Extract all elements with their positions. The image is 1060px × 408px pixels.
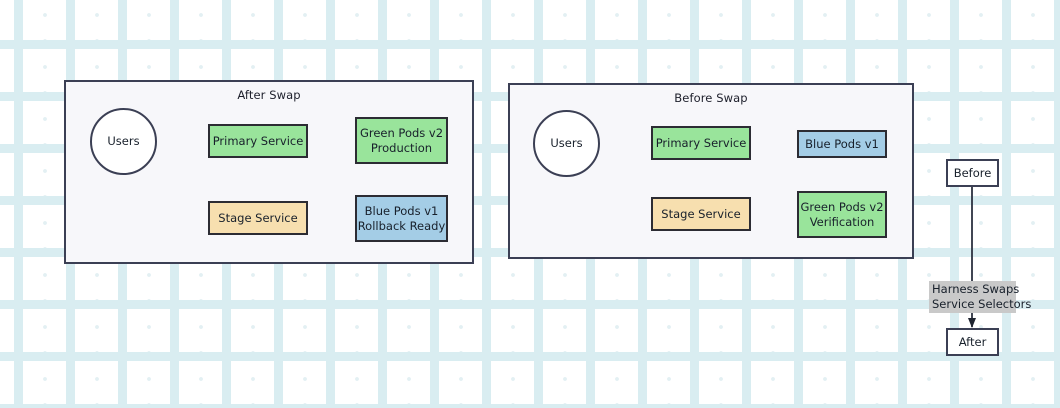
node-label-line1: Green Pods v2 <box>800 199 884 214</box>
edge-label-line1: Harness Swaps <box>932 282 1020 296</box>
node-label-line2: Production <box>370 140 433 155</box>
node-green-pods-v2-verification[interactable]: Green Pods v2 Verification <box>797 191 887 238</box>
node-label: Before <box>953 166 992 180</box>
edge-label-line2: Service Selectors <box>932 297 1032 311</box>
node-label: Users <box>550 136 583 150</box>
node-stage-service-after[interactable]: Stage Service <box>208 201 308 235</box>
cluster-title-before-swap: Before Swap <box>674 91 748 105</box>
node-primary-service-before[interactable]: Primary Service <box>651 126 751 160</box>
node-label: Users <box>107 134 140 148</box>
node-green-pods-v2-production[interactable]: Green Pods v2 Production <box>355 117 448 164</box>
cluster-title-after-swap: After Swap <box>237 88 301 102</box>
node-stage-service-before[interactable]: Stage Service <box>651 197 751 231</box>
node-label: Primary Service <box>212 133 304 148</box>
edge-label-harness-swaps-service-selectors: Harness Swaps Service Selectors <box>929 281 1032 313</box>
node-label: After <box>958 335 987 349</box>
node-users-after[interactable]: Users <box>90 108 157 175</box>
node-label-line2: Verification <box>809 214 875 229</box>
node-blue-pods-v1[interactable]: Blue Pods v1 <box>797 130 887 158</box>
node-label: Primary Service <box>655 135 747 150</box>
node-label-line2: Rollback Ready <box>357 218 446 233</box>
node-before[interactable]: Before <box>946 159 999 187</box>
node-label-line1: Blue Pods v1 <box>364 203 439 218</box>
node-primary-service-after[interactable]: Primary Service <box>208 124 308 158</box>
node-users-before[interactable]: Users <box>533 110 600 177</box>
node-blue-pods-v1-rollback-ready[interactable]: Blue Pods v1 Rollback Ready <box>355 195 448 242</box>
node-label-line1: Green Pods v2 <box>359 125 444 140</box>
node-label: Stage Service <box>661 206 741 221</box>
node-label: Stage Service <box>218 210 298 225</box>
node-after[interactable]: After <box>946 328 999 356</box>
node-label: Blue Pods v1 <box>805 136 879 151</box>
